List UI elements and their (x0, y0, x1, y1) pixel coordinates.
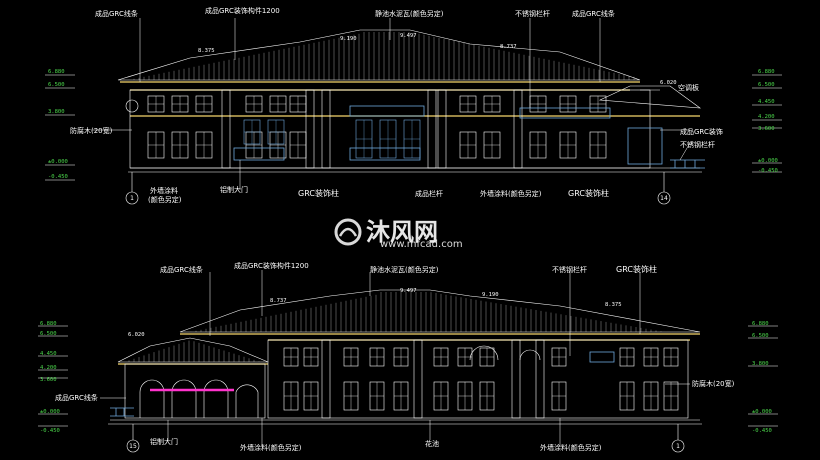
top-callout-t7: 防腐木(20宽) (70, 126, 113, 135)
bottom-left-level-6: -0.450 (40, 428, 60, 434)
top-bottom-b5: GRC装饰柱 (568, 188, 609, 198)
top-leaders (92, 18, 691, 190)
bottom-ridge-dim-2: 9.497 (400, 288, 417, 294)
top-right-level-3: 4.200 (758, 114, 775, 120)
top-axis-markers (125, 99, 671, 205)
bottom-callout-c6: 成品GRC线条 (55, 393, 98, 402)
bottom-callout-c5: GRC装饰柱 (616, 264, 657, 274)
bottom-callout-c7: 防腐木(20宽) (692, 379, 735, 388)
bottom-left-level-1: 6.500 (40, 331, 57, 337)
top-ridge-dim-1: 9.190 (340, 36, 357, 42)
top-callout-t5: 成品GRC线条 (572, 9, 615, 18)
bottom-main-roof (179, 289, 701, 333)
bottom-label-d3: 花池 (425, 439, 439, 448)
top-left-level-3: ±0.000 (48, 159, 68, 165)
bottom-left-level-3: 4.200 (40, 365, 57, 371)
top-right-level-0: 6.880 (758, 69, 775, 75)
bottom-left-level-0: 6.880 (40, 321, 57, 327)
top-bottom-b2: GRC装饰柱 (298, 188, 339, 198)
bottom-ridge-dim-0: 6.020 (128, 332, 145, 338)
top-bottom-b1: 外墙涂料 (150, 186, 178, 195)
watermark: 沐风网 www.mfcad.com (334, 218, 463, 250)
top-bottom-b3: 成品栏杆 (415, 189, 443, 198)
top-balconies (233, 105, 663, 165)
bottom-ridge-dim-4: 8.375 (605, 302, 622, 308)
bottom-left-level-5: ±0.000 (40, 409, 60, 415)
bottom-axis-left: 15 (129, 443, 137, 450)
bottom-right-level-0: 6.880 (752, 321, 769, 327)
bottom-windows (283, 347, 679, 411)
bottom-left-roof (117, 337, 269, 363)
bottom-right-levels (748, 325, 778, 427)
bottom-callout-c3: 静池水泥瓦(颜色另定) (370, 265, 439, 274)
bottom-callout-c1: 成品GRC线条 (160, 265, 203, 274)
top-stair-railing (670, 159, 705, 169)
top-callout-t4: 不锈钢栏杆 (515, 9, 550, 18)
bottom-building-body (108, 339, 702, 425)
bottom-label-d4: 外墙涂料(颜色另定) (540, 443, 602, 452)
top-callout-t1: 成品GRC线条 (95, 9, 138, 18)
top-callout-t3: 静池水泥瓦(颜色另定) (375, 9, 444, 18)
bottom-right-level-3: ±0.000 (752, 409, 772, 415)
top-left-level-0: 6.880 (48, 69, 65, 75)
top-left-level-1: 6.500 (48, 82, 65, 88)
top-windows (147, 95, 607, 159)
top-callout-t8: 成品GRC装饰 (680, 127, 723, 136)
bottom-ridge-dim-3: 9.190 (482, 292, 499, 298)
watermark-brand: 沐风网 (366, 218, 438, 246)
top-callout-t2: 成品GRC装饰构件1200 (205, 6, 280, 15)
top-ridge-dim-2: 9.497 (400, 33, 417, 39)
bottom-right-level-4: -0.450 (752, 428, 772, 434)
top-left-levels (45, 74, 75, 181)
bottom-elevation: 15 1 成品GRC线条 成品GRC装饰构件1200 静池水泥瓦(颜色另定) 不… (38, 261, 778, 453)
bottom-left-level-4: 3.600 (40, 377, 57, 383)
top-right-level-5: ±0.000 (758, 158, 778, 164)
top-callout-t9: 不锈钢栏杆 (680, 140, 715, 149)
top-right-roof (598, 85, 702, 109)
top-right-level-4: 3.600 (758, 126, 775, 132)
bottom-callout-c2: 成品GRC装饰构件1200 (234, 261, 309, 270)
watermark-url: www.mfcad.com (380, 239, 463, 250)
top-elevation: 1 14 成品GRC线条 成品GRC装饰构件1200 静池水泥瓦(颜色另定) 不… (45, 6, 782, 205)
top-right-level-2: 4.450 (758, 99, 775, 105)
top-right-levels (752, 74, 782, 173)
top-ridge-dim-0: 8.375 (198, 48, 215, 54)
bottom-right-level-1: 6.500 (752, 333, 769, 339)
bottom-axis-right: 1 (676, 443, 680, 450)
top-bottom-b1s: (颜色另定) (148, 195, 182, 204)
top-right-level-6: -0.450 (758, 168, 778, 174)
bottom-callout-c4: 不锈钢栏杆 (552, 265, 587, 274)
top-callout-t6: 空调板 (678, 83, 699, 92)
bottom-ridge-dim-1: 8.737 (270, 298, 287, 304)
top-building-body (128, 89, 702, 173)
bottom-balconies (110, 351, 615, 417)
top-right-level-1: 6.500 (758, 82, 775, 88)
top-bottom-b4: 外墙涂料(颜色另定) (480, 189, 542, 198)
top-left-level-4: -0.450 (48, 174, 68, 180)
top-ridge-dim-4: 6.020 (660, 80, 677, 86)
bottom-axis-markers (126, 424, 685, 453)
top-callout-t10: 铝制大门 (220, 185, 248, 194)
top-axis-right: 14 (660, 195, 668, 202)
top-main-roof (117, 29, 641, 81)
top-left-level-2: 3.800 (48, 109, 65, 115)
bottom-leaders (100, 270, 690, 446)
top-axis-left: 1 (130, 195, 134, 202)
bottom-left-level-2: 4.450 (40, 351, 57, 357)
bottom-left-levels (38, 325, 68, 427)
bottom-label-d2: 外墙涂料(颜色另定) (240, 443, 302, 452)
top-ridge-dim-3: 8.737 (500, 44, 517, 50)
bottom-label-d1: 铝制大门 (150, 437, 178, 446)
bottom-right-level-2: 3.800 (752, 361, 769, 367)
